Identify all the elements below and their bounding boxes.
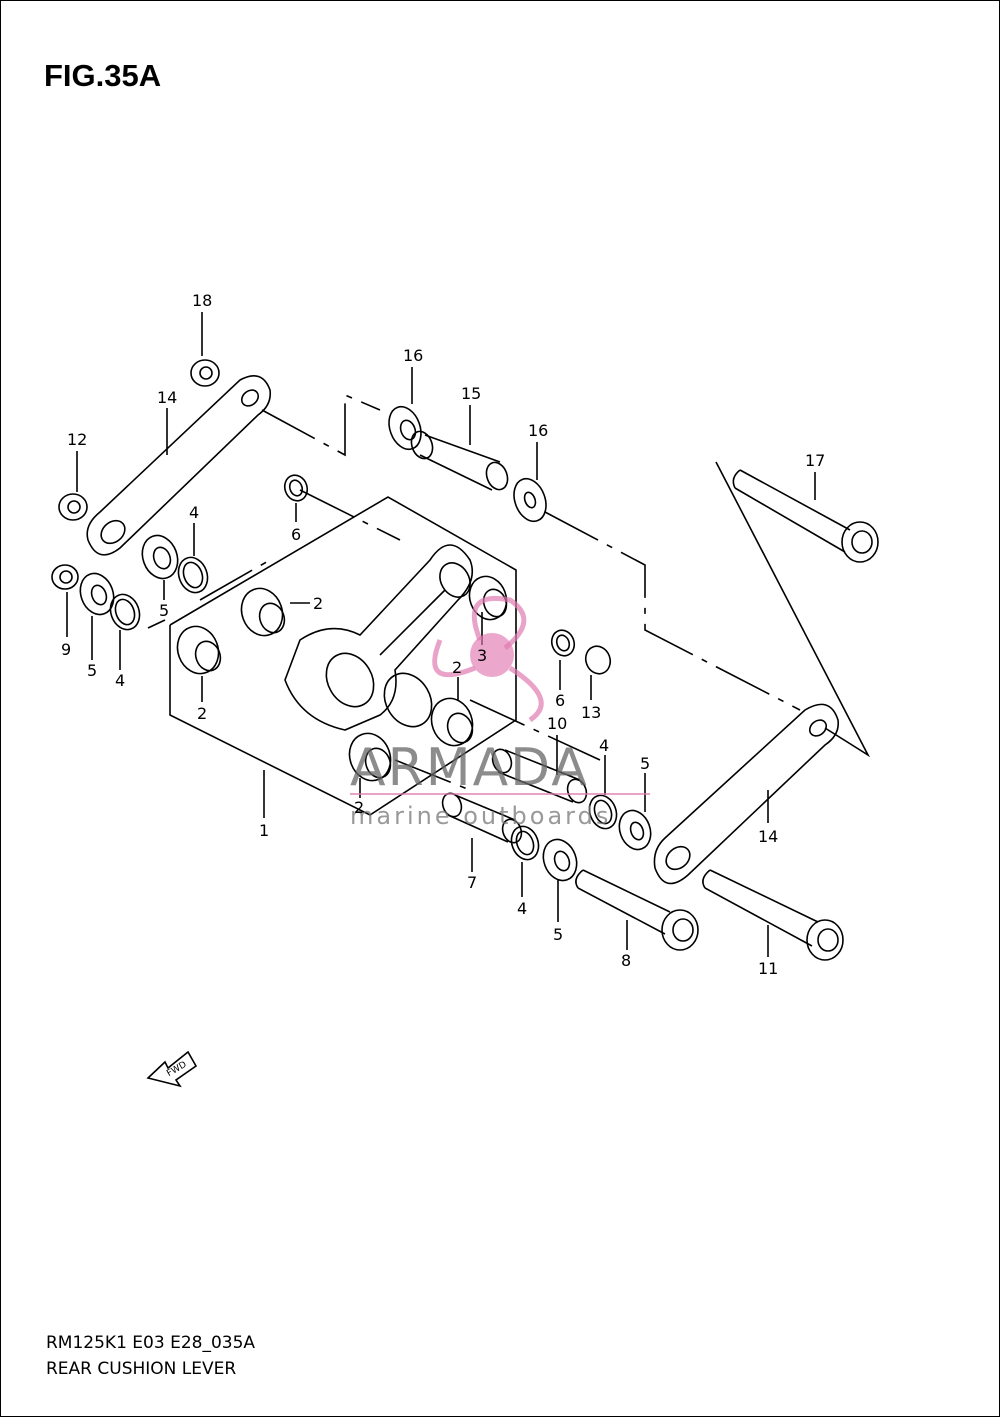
needle-bearing-5 bbox=[348, 732, 392, 782]
lever-assembly-outline bbox=[147, 496, 517, 816]
washer-5-a bbox=[141, 534, 179, 580]
callout-17: 17 bbox=[805, 451, 825, 470]
forward-arrow-icon: FWD bbox=[146, 1050, 198, 1088]
cushion-lever-body bbox=[284, 544, 474, 731]
nut-12 bbox=[58, 493, 88, 521]
callout-2-b: 2 bbox=[197, 704, 207, 723]
callout-2-c: 2 bbox=[452, 658, 462, 677]
bolt-8 bbox=[575, 869, 699, 951]
callout-2-d: 2 bbox=[354, 798, 364, 817]
lower-link-rod bbox=[653, 703, 840, 885]
needle-bearing-2 bbox=[240, 587, 286, 637]
callout-14-lower: 14 bbox=[758, 827, 778, 846]
seal-4-d bbox=[510, 825, 540, 861]
seal-4-c bbox=[588, 794, 618, 830]
callout-5-d: 5 bbox=[553, 925, 563, 944]
callout-16-lower: 16 bbox=[528, 421, 548, 440]
callout-4-c: 4 bbox=[599, 736, 609, 755]
callout-labels: 18 16 15 16 14 12 17 6 4 5 2 9 5 4 3 2 6… bbox=[61, 291, 825, 978]
washer-16-lower bbox=[513, 477, 547, 523]
washer-16-upper bbox=[388, 405, 422, 451]
washer-5-b bbox=[79, 572, 115, 616]
callout-16-upper: 16 bbox=[403, 346, 423, 365]
dashed-guide-lines bbox=[199, 393, 801, 791]
upper-link-rod bbox=[86, 374, 272, 556]
callout-7: 7 bbox=[467, 873, 477, 892]
washer-5-c bbox=[618, 809, 652, 851]
callout-5-b: 5 bbox=[87, 661, 97, 680]
spacer-13 bbox=[584, 645, 612, 675]
sleeve-15 bbox=[410, 430, 509, 491]
seal-6-upper bbox=[283, 474, 309, 502]
washer-5-d bbox=[542, 838, 578, 882]
callout-4-d: 4 bbox=[517, 899, 527, 918]
figure-title: FIG.35A bbox=[44, 58, 162, 93]
callout-2-a: 2 bbox=[313, 594, 323, 613]
watermark-tagline: marine outboards bbox=[350, 802, 611, 830]
callout-4-a: 4 bbox=[189, 503, 199, 522]
callout-18: 18 bbox=[192, 291, 212, 310]
needle-bearing-4 bbox=[430, 697, 474, 747]
callout-15: 15 bbox=[461, 384, 481, 403]
callout-10: 10 bbox=[547, 714, 567, 733]
watermark-brand: ARMADA bbox=[350, 738, 589, 798]
callout-6-lower: 6 bbox=[555, 691, 565, 710]
callout-9: 9 bbox=[61, 640, 71, 659]
callout-3: 3 bbox=[477, 646, 487, 665]
bolt-17-guide bbox=[715, 461, 871, 758]
callout-11: 11 bbox=[758, 959, 778, 978]
bolt-11 bbox=[702, 869, 844, 961]
callout-13: 13 bbox=[581, 703, 601, 722]
sleeve-10 bbox=[491, 748, 588, 804]
armada-watermark: ARMADA marine outboards bbox=[350, 595, 650, 830]
figure-name: REAR CUSHION LEVER bbox=[46, 1359, 237, 1379]
callout-1: 1 bbox=[259, 821, 269, 840]
callout-5-a: 5 bbox=[159, 601, 169, 620]
needle-bearing-1 bbox=[176, 625, 222, 675]
nut-18 bbox=[190, 359, 220, 387]
callout-4-b: 4 bbox=[115, 671, 125, 690]
bolt-17 bbox=[732, 469, 879, 563]
figure-code: RM125K1 E03 E28_035A bbox=[46, 1333, 256, 1353]
callout-12: 12 bbox=[67, 430, 87, 449]
nut-9 bbox=[51, 564, 79, 590]
callout-14-upper: 14 bbox=[157, 388, 177, 407]
seal-4-a bbox=[177, 556, 209, 594]
callout-5-c: 5 bbox=[640, 754, 650, 773]
callout-6-upper: 6 bbox=[291, 525, 301, 544]
leader-lines bbox=[66, 312, 816, 957]
propeller-logo-icon bbox=[432, 595, 544, 723]
seal-6-lower bbox=[550, 629, 576, 657]
callout-8: 8 bbox=[621, 951, 631, 970]
seal-4-b bbox=[109, 593, 141, 631]
